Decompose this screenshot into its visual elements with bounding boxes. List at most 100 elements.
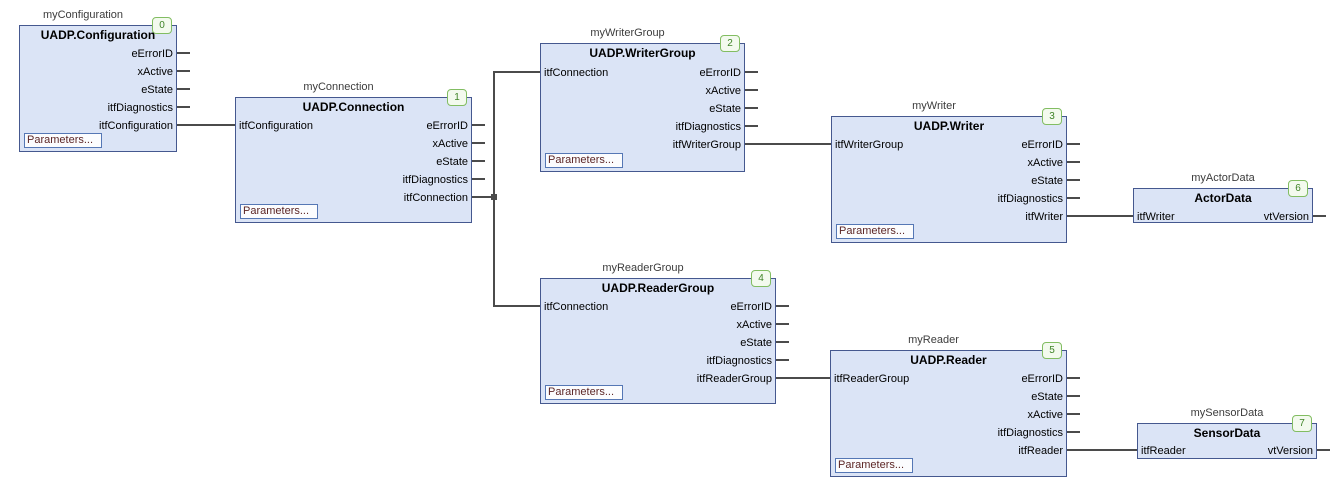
- output-pin-eerrorid: eErrorID: [426, 120, 468, 132]
- instance-name-label: myConfiguration: [42, 9, 124, 21]
- output-pin-eerrorid: eErrorID: [131, 48, 173, 60]
- output-pin-itfdiagnostics: itfDiagnostics: [997, 427, 1063, 439]
- input-pin-itfreadergroup: itfReaderGroup: [834, 373, 910, 385]
- function-block-myconfiguration[interactable]: myConfiguration 0 UADP.Configuration eEr…: [19, 9, 177, 152]
- pin-stub: [1067, 197, 1080, 199]
- input-pin-itfconfiguration: itfConfiguration: [239, 120, 313, 132]
- pin-stub: [1313, 215, 1326, 217]
- connection-wire-readergroup-to-reader: [776, 377, 830, 379]
- parameters-button[interactable]: Parameters...: [545, 385, 623, 400]
- output-pin-estate: eState: [1031, 175, 1063, 187]
- pin-stub: [745, 89, 758, 91]
- pin-stub: [177, 106, 190, 108]
- pin-stub: [776, 341, 789, 343]
- output-pin-vtversion: vtVersion: [1267, 445, 1313, 457]
- function-block-mysensordata[interactable]: mySensorData 7 SensorData itfReader vtVe…: [1137, 407, 1317, 459]
- execution-order-badge: 1: [447, 89, 467, 106]
- pin-stub: [177, 88, 190, 90]
- output-pin-estate: eState: [436, 156, 468, 168]
- block-type-title: ActorData: [1194, 191, 1252, 205]
- instance-name-label: mySensorData: [1190, 407, 1264, 419]
- parameters-button[interactable]: Parameters...: [24, 133, 102, 148]
- output-pin-itfreadergroup: itfReaderGroup: [696, 373, 772, 385]
- pin-stub: [472, 142, 485, 144]
- output-pin-itfwriter: itfWriter: [1025, 211, 1063, 223]
- pin-stub: [776, 323, 789, 325]
- input-pin-itfwritergroup: itfWriterGroup: [835, 139, 904, 151]
- output-pin-xactive: xActive: [736, 319, 772, 331]
- instance-name-label: myWriter: [912, 100, 956, 112]
- instance-name-label: myReaderGroup: [602, 262, 684, 274]
- output-pin-eerrorid: eErrorID: [730, 301, 772, 313]
- execution-order-badge: 4: [751, 270, 771, 287]
- output-pin-itfdiagnostics: itfDiagnostics: [675, 121, 741, 133]
- output-pin-xactive: xActive: [705, 85, 741, 97]
- input-pin-itfconnection: itfConnection: [544, 67, 609, 79]
- output-pin-itfconnection: itfConnection: [403, 192, 468, 204]
- instance-name-label: myWriterGroup: [590, 27, 665, 39]
- block-type-title: UADP.Connection: [302, 100, 405, 114]
- block-type-title: UADP.Reader: [910, 353, 987, 367]
- instance-name-label: myConnection: [303, 81, 374, 93]
- pin-stub: [177, 70, 190, 72]
- connection-wire-connection-out: [472, 196, 494, 198]
- output-pin-itfdiagnostics: itfDiagnostics: [997, 193, 1063, 205]
- parameters-button[interactable]: Parameters...: [240, 204, 318, 219]
- execution-order-badge: 5: [1042, 342, 1062, 359]
- function-block-myreader[interactable]: myReader 5 UADP.Reader itfReaderGroup eE…: [830, 334, 1067, 477]
- pin-stub: [1067, 395, 1080, 397]
- execution-order-badge: 2: [720, 35, 740, 52]
- input-pin-itfwriter: itfWriter: [1137, 211, 1175, 223]
- output-pin-itfdiagnostics: itfDiagnostics: [402, 174, 468, 186]
- output-pin-xactive: xActive: [432, 138, 468, 150]
- pin-stub: [472, 124, 485, 126]
- function-block-mywritergroup[interactable]: myWriterGroup 2 UADP.WriterGroup itfConn…: [540, 27, 745, 172]
- output-pin-itfreader: itfReader: [1018, 445, 1063, 457]
- output-pin-itfdiagnostics: itfDiagnostics: [107, 102, 173, 114]
- pin-stub: [1067, 143, 1080, 145]
- output-pin-estate: eState: [1031, 391, 1063, 403]
- output-pin-estate: eState: [709, 103, 741, 115]
- function-block-myconnection[interactable]: myConnection 1 UADP.Connection itfConfig…: [235, 81, 472, 223]
- function-block-mywriter[interactable]: myWriter 3 UADP.Writer itfWriterGroup eE…: [831, 100, 1067, 243]
- input-pin-itfreader: itfReader: [1141, 445, 1186, 457]
- pin-stub: [1067, 377, 1080, 379]
- pin-stub: [472, 160, 485, 162]
- wire-junction-dot: [491, 194, 497, 200]
- pin-stub: [1317, 449, 1330, 451]
- output-pin-xactive: xActive: [137, 66, 173, 78]
- connection-wire-configuration-to-connection: [177, 124, 235, 126]
- block-type-title: UADP.WriterGroup: [589, 46, 696, 60]
- output-pin-eerrorid: eErrorID: [699, 67, 741, 79]
- execution-order-badge: 7: [1292, 415, 1312, 432]
- pin-stub: [776, 359, 789, 361]
- function-block-myactordata[interactable]: myActorData 6 ActorData itfWriter vtVers…: [1133, 172, 1313, 223]
- instance-name-label: myActorData: [1191, 172, 1255, 184]
- pin-stub: [472, 178, 485, 180]
- connection-wire-to-readergroup: [493, 305, 540, 307]
- connection-wire-writer-to-actordata: [1067, 215, 1133, 217]
- output-pin-vtversion: vtVersion: [1263, 211, 1309, 223]
- connection-wire-writergroup-to-writer: [745, 143, 831, 145]
- output-pin-itfconfiguration: itfConfiguration: [99, 120, 173, 132]
- output-pin-estate: eState: [740, 337, 772, 349]
- parameters-button[interactable]: Parameters...: [835, 458, 913, 473]
- pin-stub: [1067, 161, 1080, 163]
- block-type-title: UADP.Writer: [913, 119, 985, 133]
- pin-stub: [745, 71, 758, 73]
- pin-stub: [745, 125, 758, 127]
- connection-wire-reader-to-sensordata: [1067, 449, 1137, 451]
- output-pin-itfwritergroup: itfWriterGroup: [672, 139, 741, 151]
- parameters-button[interactable]: Parameters...: [836, 224, 914, 239]
- output-pin-xactive: xActive: [1027, 409, 1063, 421]
- block-type-title: SensorData: [1193, 426, 1261, 440]
- output-pin-estate: eState: [141, 84, 173, 96]
- execution-order-badge: 3: [1042, 108, 1062, 125]
- parameters-button[interactable]: Parameters...: [545, 153, 623, 168]
- function-block-myreadergroup[interactable]: myReaderGroup 4 UADP.ReaderGroup itfConn…: [540, 262, 776, 404]
- pin-stub: [745, 107, 758, 109]
- output-pin-eerrorid: eErrorID: [1021, 139, 1063, 151]
- pin-stub: [177, 52, 190, 54]
- block-type-title: UADP.Configuration: [40, 28, 156, 42]
